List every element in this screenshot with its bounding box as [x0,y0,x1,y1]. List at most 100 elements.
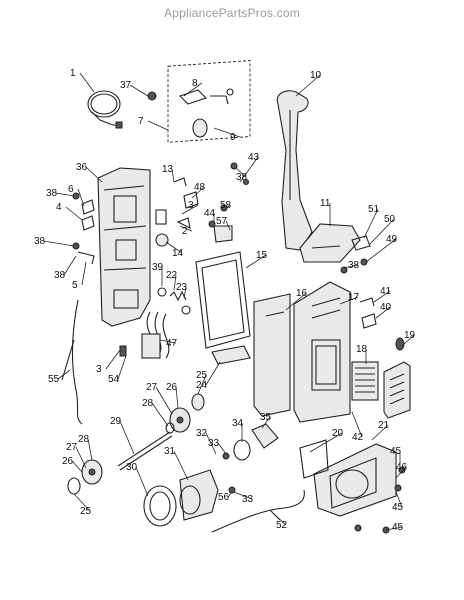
center-small-parts [155,177,199,247]
callout-leader-51 [363,208,379,239]
filter-pad [211,345,251,365]
callout-leader-4 [65,206,83,221]
front-panel [293,281,351,423]
callout-leader-46 [395,466,407,479]
callout-leader-1 [79,72,95,93]
callout-label-37: 37 [120,80,132,91]
callout-leader-45 [385,526,403,531]
callout-leader-38 [43,240,75,247]
callout-label-30: 30 [126,462,138,473]
callout-leader-21 [371,424,389,441]
callout-label-45: 45 [392,502,404,513]
callout-label-49: 49 [386,234,398,245]
callout-label-28: 28 [78,434,90,445]
callout-leader-6 [77,188,85,207]
callout-leader-8 [183,82,203,97]
watermark: AppliancePartsPros.com [164,6,300,20]
motor [179,469,219,521]
callout-label-44: 44 [204,208,216,219]
wire-harness [119,311,170,359]
callout-label-6: 6 [68,184,74,195]
callout-label-9: 9 [230,132,236,143]
callout-leader-50 [369,218,395,245]
callout-leader-38 [343,264,359,269]
callout-label-54: 54 [108,374,120,385]
callout-label-57: 57 [216,216,228,227]
callout-leader-10 [295,74,321,97]
fan-parts [222,423,279,494]
axle [117,431,173,471]
callout-label-13: 13 [162,164,174,175]
callout-leader-40 [375,306,391,319]
callout-leader-31 [173,450,189,481]
bag-frame [195,251,251,349]
callout-leader-27 [155,386,173,415]
exhaust-filter [351,361,379,401]
callout-leader-25 [197,374,207,395]
callout-leader-56 [227,491,233,498]
callout-leader-33 [217,442,227,455]
callout-label-38: 38 [34,236,46,247]
callout-label-22: 22 [166,270,178,281]
callout-label-26: 26 [166,382,178,393]
callout-leader-20 [309,432,343,453]
rear-housing [97,167,151,327]
callout-label-29: 29 [110,416,122,427]
callout-leader-17 [339,296,359,305]
callout-label-26: 26 [62,456,74,467]
callout-label-42: 42 [352,432,364,443]
handle-bracket [299,223,361,263]
callout-label-11: 11 [320,198,331,209]
callout-leader-47 [159,339,177,344]
callout-label-33: 33 [242,494,254,505]
callout-label-48: 48 [194,182,206,193]
callout-leader-57 [225,220,231,231]
callout-leader-13 [171,168,175,183]
callout-label-25: 25 [196,370,208,381]
callout-label-5: 5 [72,280,78,291]
callout-leader-23 [183,286,187,299]
callout-label-28: 28 [142,398,154,409]
callout-leader-26 [71,460,83,473]
callout-leader-25 [73,493,91,512]
callout-label-20: 20 [332,428,344,439]
base-housing [299,439,397,517]
callout-label-27: 27 [146,382,158,393]
callout-leader-3 [181,204,199,215]
switch-parts-right [208,204,233,243]
callout-label-23: 23 [176,282,188,293]
callout-label-47: 47 [166,338,178,349]
callout-leader-55 [57,369,71,380]
callout-label-45: 45 [390,446,402,457]
callout-leader-49 [365,238,397,263]
callout-label-36: 36 [76,162,88,173]
callout-leader-38 [235,167,247,178]
callout-label-7: 7 [138,116,144,127]
callout-label-25: 25 [80,506,92,517]
callout-leader-5 [81,261,87,286]
callout-label-3: 3 [188,200,194,211]
filter-grille [383,337,411,419]
callout-leader-58 [225,204,231,209]
callout-label-27: 27 [66,442,78,453]
callout-leader-26 [175,386,179,409]
callout-label-56: 56 [218,492,230,503]
callout-label-17: 17 [348,292,360,303]
wheel-assembly-upper [165,393,205,434]
wheel-assembly-lower [67,459,103,495]
callout-leader-36 [85,166,103,183]
callout-leader-24 [205,361,221,386]
callout-label-39: 39 [152,262,164,273]
callout-label-46: 46 [396,462,408,473]
callout-leader-38 [55,192,75,197]
callout-label-35: 35 [260,412,272,423]
callout-label-38: 38 [236,172,248,183]
callout-leader-35 [261,416,271,429]
callout-leader-42 [351,411,363,438]
callout-label-41: 41 [380,286,392,297]
callout-leader-16 [285,292,307,311]
callout-label-18: 18 [356,344,368,355]
callout-label-16: 16 [296,288,308,299]
